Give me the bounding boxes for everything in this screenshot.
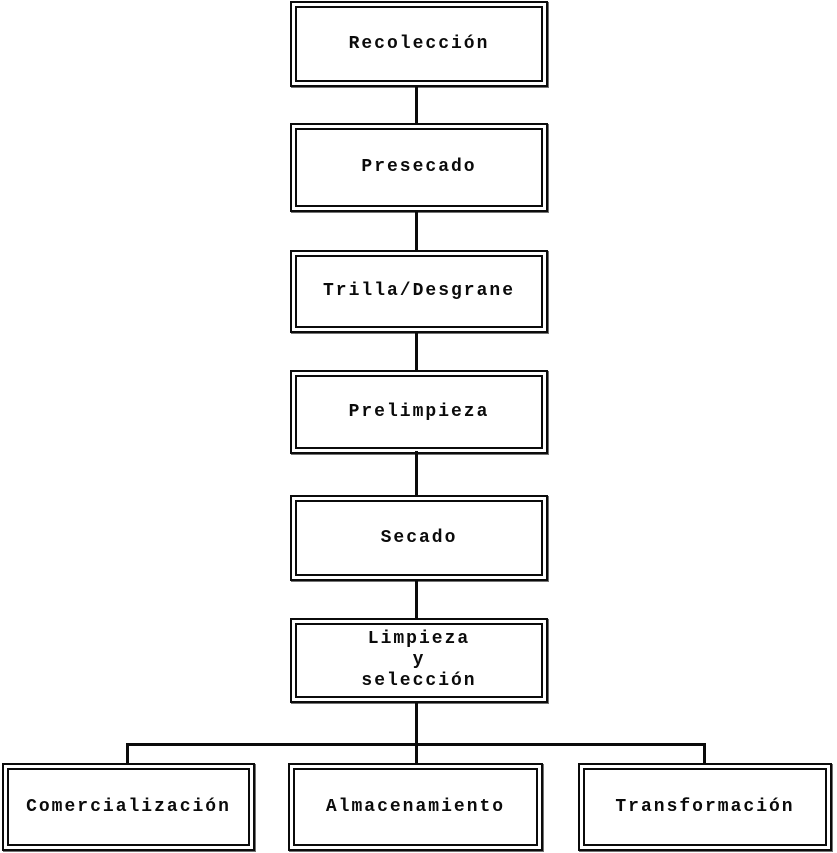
flow-step-recoleccion: Recolección [290, 1, 548, 87]
branch-drop-comercializacion [126, 743, 129, 764]
flow-step-label: Limpieza y selección [295, 623, 543, 698]
branch-horizontal-line [127, 743, 706, 746]
flow-step-label: Secado [295, 500, 543, 576]
flow-step-prelimpieza: Prelimpieza [290, 370, 548, 454]
connector-trilla-prelimpieza [415, 331, 418, 372]
flow-outcome-label: Almacenamiento [293, 768, 538, 846]
flow-outcome-label: Transformación [583, 768, 827, 846]
branch-drop-transformacion [703, 743, 706, 764]
flow-outcome-comercializacion: Comercialización [2, 763, 255, 851]
flow-step-label: Prelimpieza [295, 375, 543, 449]
flow-outcome-almacenamiento: Almacenamiento [288, 763, 543, 851]
connector-limpieza-branch [415, 701, 418, 764]
connector-recoleccion-presecado [415, 85, 418, 125]
connector-secado-limpieza [415, 579, 418, 620]
connector-presecado-trilla [415, 210, 418, 252]
flow-step-limpieza-y-seleccion: Limpieza y selección [290, 618, 548, 703]
flow-step-label: Presecado [295, 128, 543, 207]
flow-outcome-label: Comercialización [7, 768, 250, 846]
flow-step-presecado: Presecado [290, 123, 548, 212]
flow-step-label: Trilla/Desgrane [295, 255, 543, 328]
connector-prelimpieza-secado [415, 451, 418, 497]
flow-outcome-transformacion: Transformación [578, 763, 832, 851]
flow-step-label: Recolección [295, 6, 543, 82]
flow-step-secado: Secado [290, 495, 548, 581]
flow-step-trilla-desgrane: Trilla/Desgrane [290, 250, 548, 333]
